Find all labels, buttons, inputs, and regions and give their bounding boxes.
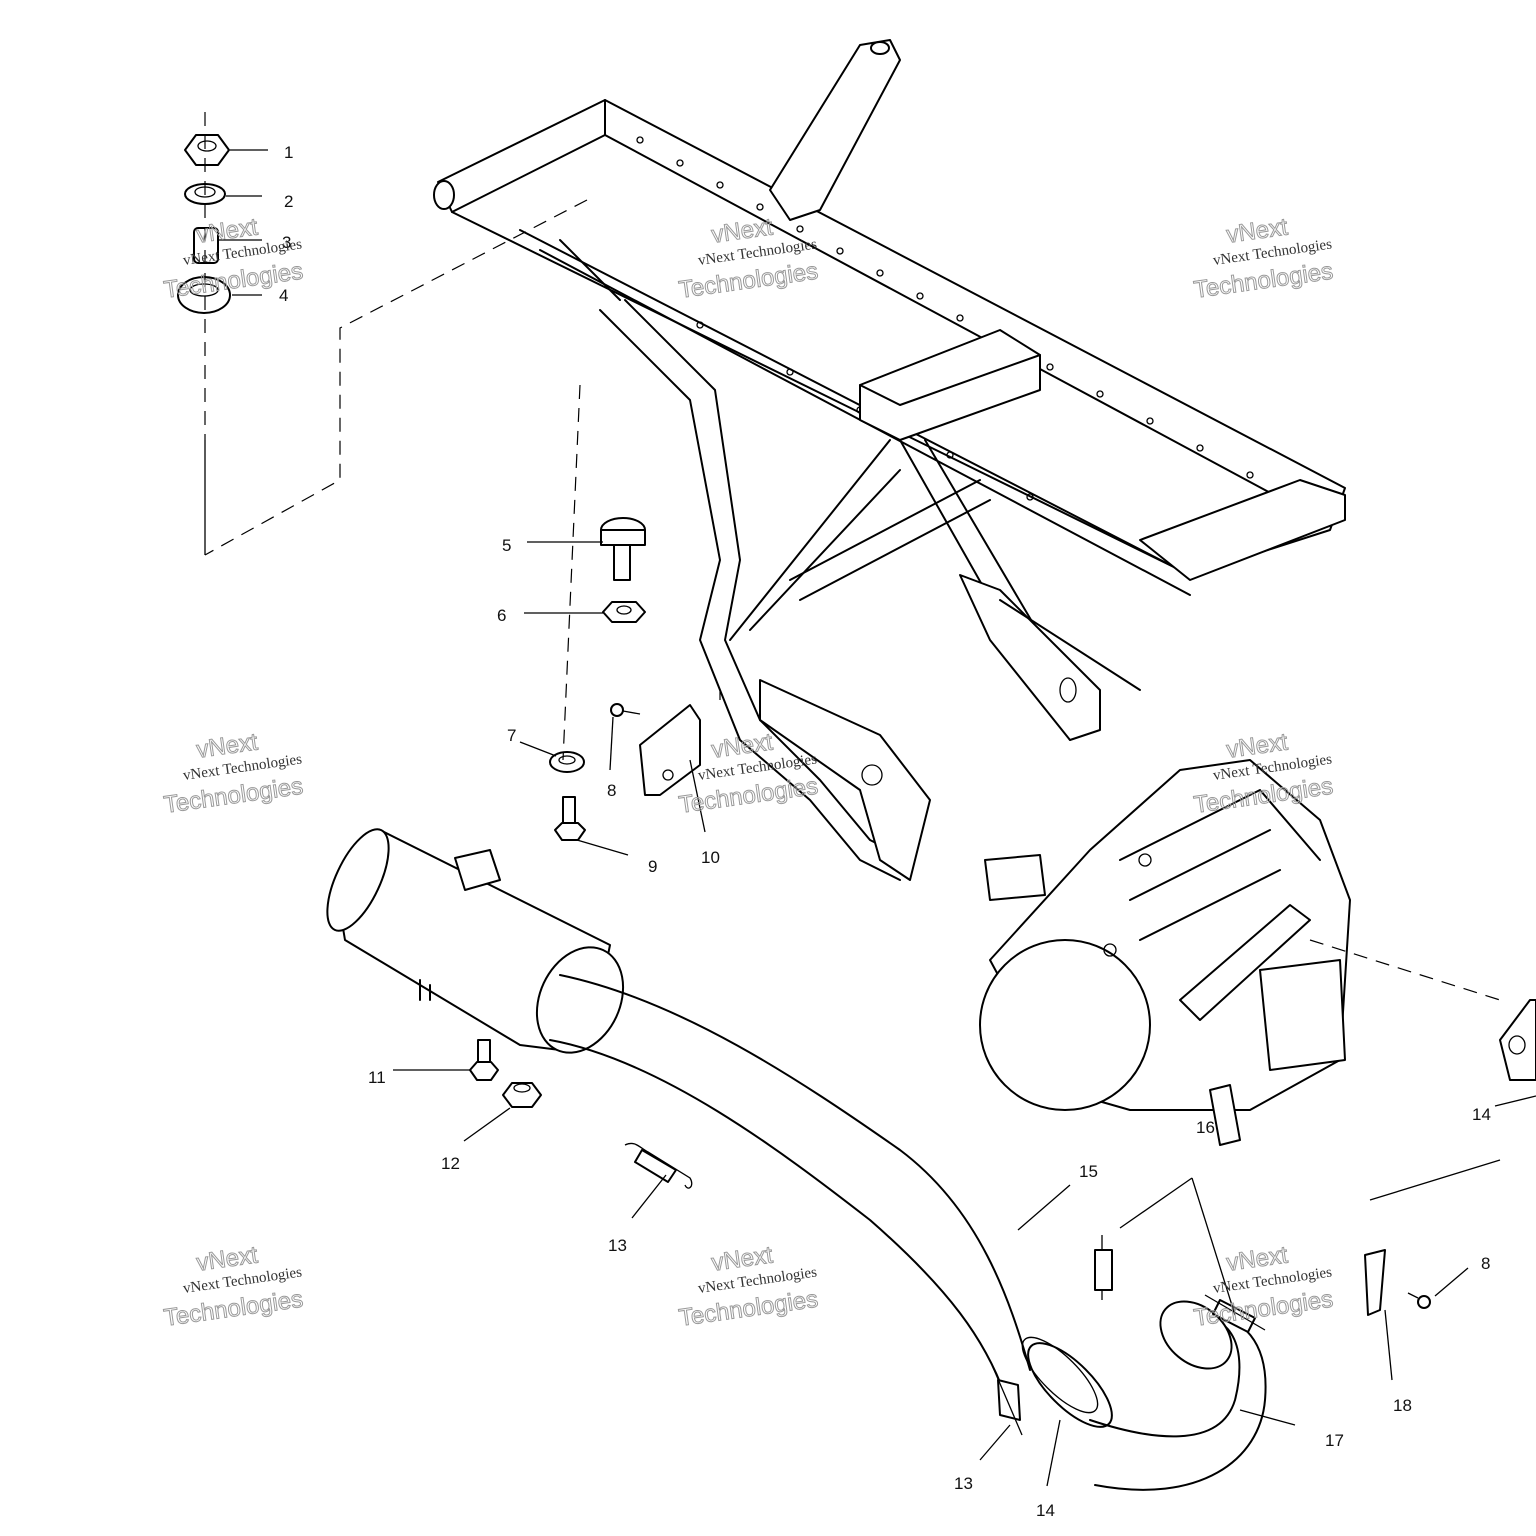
leader-lines [218, 149, 1536, 1487]
exhaust-assembly [326, 828, 1267, 1491]
watermark-top-right: vNext vNext Technologies Technologies [1192, 213, 1336, 304]
part-label-6: 6 [497, 606, 506, 625]
watermark-bottom-right: vNext vNext Technologies Technologies [1192, 1241, 1336, 1332]
watermark-middle-left: vNext vNext Technologies Technologies [162, 728, 306, 819]
part-label-1: 1 [284, 143, 293, 162]
part-label-18: 18 [1393, 1396, 1412, 1415]
part-label-15: 15 [1079, 1162, 1098, 1181]
part-label-5: 5 [502, 536, 511, 555]
part-label-4: 4 [279, 286, 288, 305]
part-label-11: 11 [368, 1068, 386, 1087]
part-label-7: 7 [507, 726, 516, 745]
watermark-bottom-center: vNext vNext Technologies Technologies [677, 1241, 821, 1332]
hardware-11-12 [469, 1039, 542, 1108]
watermark-bottom-left: vNext vNext Technologies Technologies [162, 1241, 306, 1332]
part-label-8-right: 8 [1481, 1254, 1490, 1273]
part-label-17: 17 [1325, 1431, 1344, 1450]
part-label-10: 10 [701, 848, 720, 867]
part-label-14-lower: 14 [1036, 1501, 1055, 1520]
part-label-16: 16 [1196, 1118, 1215, 1137]
watermarks: vNext vNext Technologies Technologies vN… [162, 213, 1336, 1332]
part-label-8: 8 [607, 781, 616, 800]
frame-assembly [433, 39, 1536, 1081]
part-label-13-upper: 13 [608, 1236, 627, 1255]
hardware-7-10 [549, 703, 701, 841]
reference-lines [204, 112, 1501, 1201]
part-label-12: 12 [441, 1154, 460, 1173]
part-label-3: 3 [282, 233, 291, 252]
part-label-2: 2 [284, 192, 293, 211]
engine-assembly [979, 759, 1351, 1146]
hardware-5-6 [600, 517, 646, 623]
part-label-14-right: 14 [1472, 1105, 1491, 1124]
part-labels: 1 2 3 4 5 6 7 8 9 10 11 12 13 13 14 14 1… [279, 143, 1491, 1520]
part-label-13-lower: 13 [954, 1474, 973, 1493]
part-label-9: 9 [648, 857, 657, 876]
springs [624, 1142, 1431, 1436]
